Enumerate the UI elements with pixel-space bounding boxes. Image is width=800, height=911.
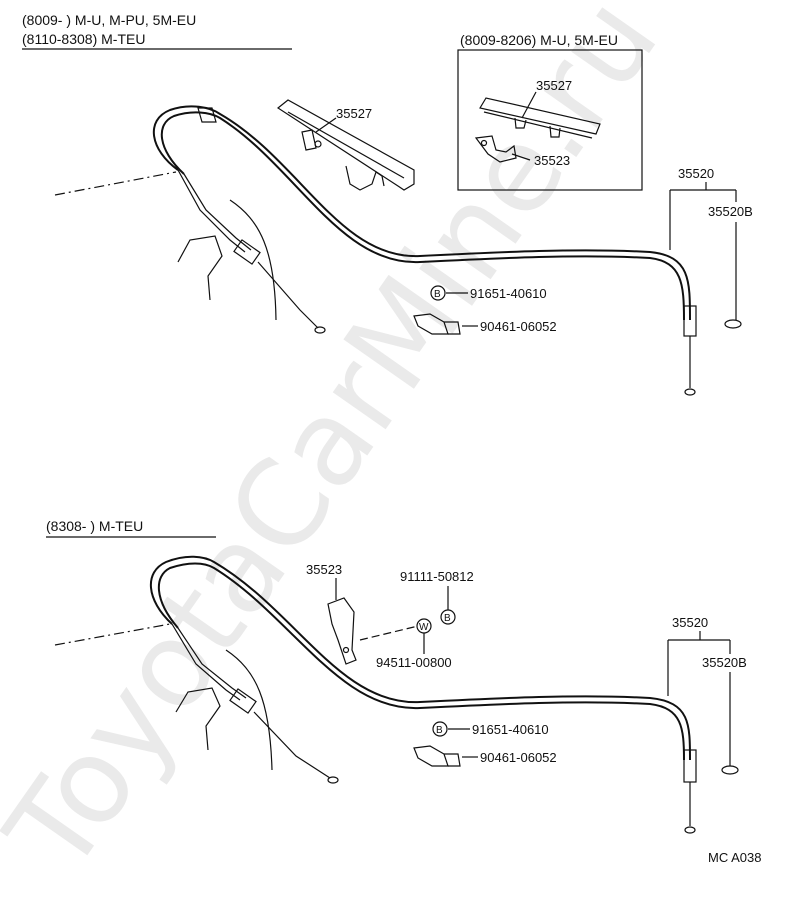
label-35520B-top: 35520B — [708, 204, 753, 219]
inset-clamp-35523-drawing — [474, 135, 517, 163]
label-35527: 35527 — [336, 106, 372, 121]
svg-text:B: B — [444, 613, 451, 624]
label-35523-bottom: 35523 — [306, 562, 342, 577]
label-90461-top: 90461-06052 — [480, 319, 557, 334]
inset-header: (8009-8206) M-U, 5M-EU — [460, 32, 618, 48]
svg-text:W: W — [419, 622, 429, 633]
svg-text:B: B — [436, 725, 443, 736]
badge-b1-bottom: B — [440, 609, 456, 625]
label-91111-bottom: 91111-50812 — [400, 569, 474, 584]
cable-35520-top-drawing — [54, 105, 697, 396]
inset-box-group: (8009-8206) M-U, 5M-EU 35527 35523 — [457, 32, 643, 191]
badge-b-top: B — [430, 285, 446, 301]
leader-35527 — [315, 117, 337, 133]
bracket-35527-drawing — [276, 99, 415, 191]
bracket-35523-bottom-drawing — [327, 597, 357, 665]
inset-bracket-35527-drawing — [479, 97, 601, 139]
bottom-header: (8308- ) M-TEU — [46, 518, 143, 534]
label-inset-35527: 35527 — [536, 78, 572, 93]
label-35520-bottom: 35520 — [672, 615, 708, 630]
grommet-35520B-top — [724, 319, 742, 329]
label-35520-top: 35520 — [678, 166, 714, 181]
grommet-35520B-bottom — [721, 765, 739, 775]
cable-35520-bottom-drawing — [54, 555, 697, 834]
leader-inset-35523 — [511, 153, 531, 161]
clip-90461-bottom-drawing — [413, 745, 461, 767]
top-header-line1: (8009- ) M-U, M-PU, 5M-EU — [22, 12, 196, 28]
svg-text:B: B — [434, 289, 441, 300]
footer-code: MC A038 — [708, 850, 761, 865]
label-94511-bottom: 94511-00800 — [376, 655, 452, 670]
badge-w-bottom: W — [416, 618, 432, 634]
badge-b2-bottom: B — [432, 721, 448, 737]
label-90461-bottom: 90461-06052 — [480, 750, 557, 765]
label-35520B-bottom: 35520B — [702, 655, 747, 670]
watermark-text: ToyotaCarMine.ru — [0, 0, 684, 897]
top-header-line2: (8110-8308) M-TEU — [22, 31, 145, 47]
leader-inset-35527 — [521, 91, 537, 119]
label-inset-35523: 35523 — [534, 153, 570, 168]
clip-90461-top-drawing — [413, 313, 461, 335]
inset-frame — [457, 49, 643, 191]
label-91651-bottom: 91651-40610 — [472, 722, 549, 737]
assembly-line-bottom — [359, 625, 419, 641]
label-91651-top: 91651-40610 — [470, 286, 547, 301]
